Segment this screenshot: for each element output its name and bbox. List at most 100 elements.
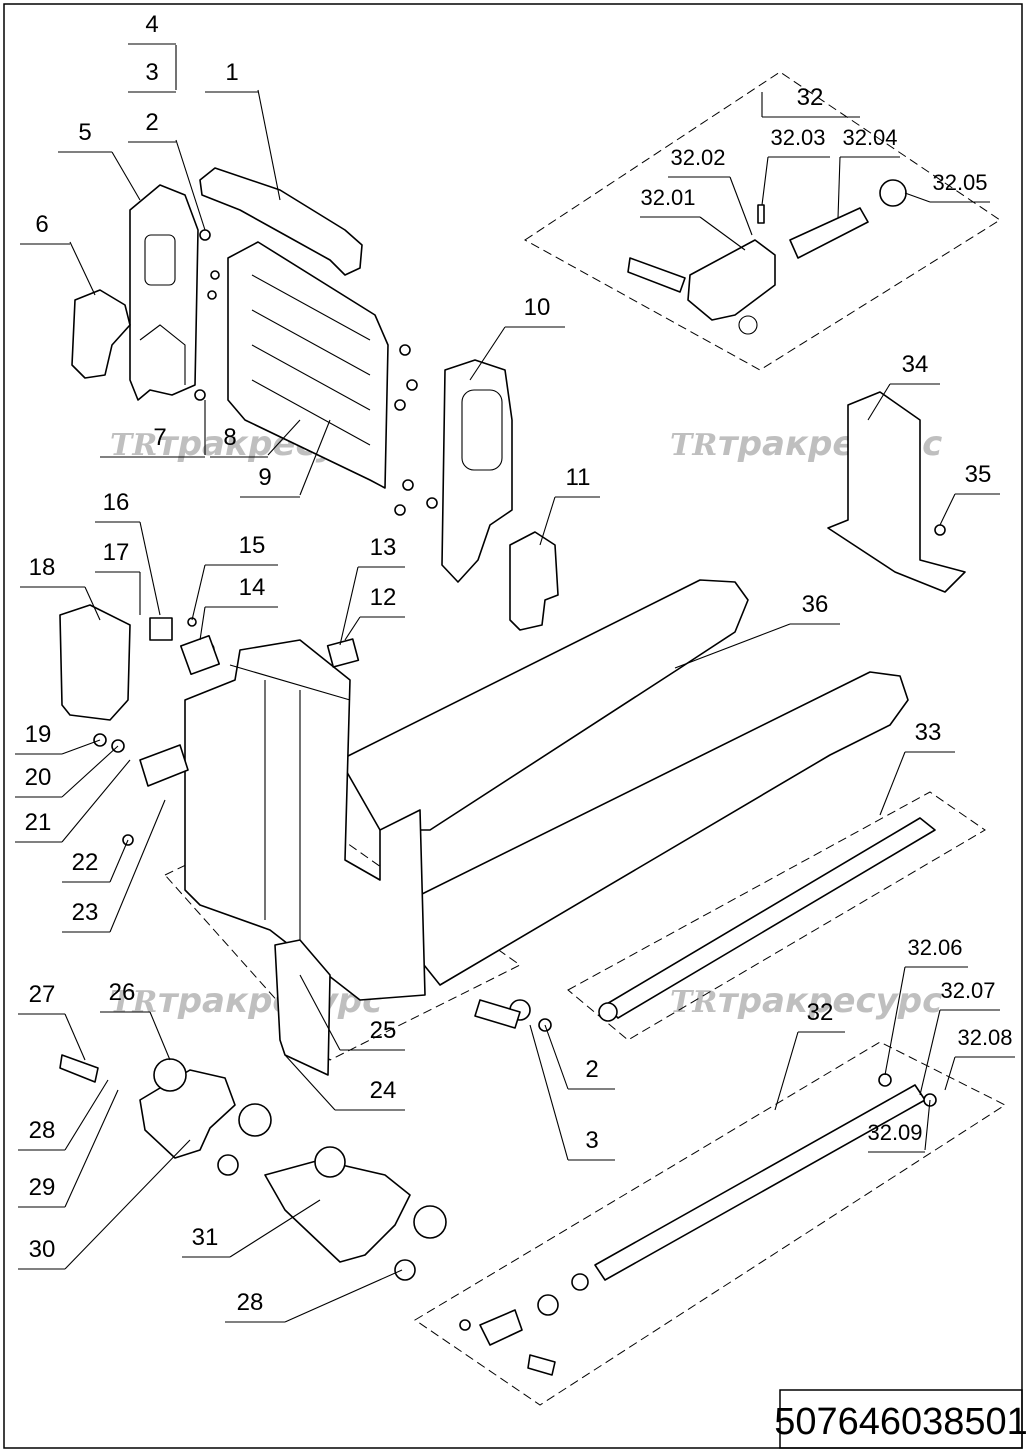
- callout-leader: [175, 139, 206, 231]
- callout-label: 30: [29, 1236, 56, 1263]
- callout-32.08: 32.08: [944, 1025, 1015, 1091]
- callout-31: 31: [182, 1199, 321, 1258]
- part-30-lever: [139, 1069, 236, 1159]
- callout-8: 8: [210, 419, 301, 458]
- callout-1: 1: [205, 59, 281, 201]
- part-27-pin: [59, 1054, 99, 1083]
- callout-11: 11: [539, 464, 600, 546]
- callout-32.09: 32.09: [867, 1099, 931, 1153]
- callout-leader: [919, 1009, 941, 1096]
- callout-label: 32.09: [867, 1120, 922, 1145]
- callout-leader: [924, 1099, 931, 1151]
- callout-label: 27: [29, 981, 56, 1008]
- callout-label: 21: [25, 809, 52, 836]
- callout-leader: [64, 1139, 191, 1270]
- watermark-logo: TR: [110, 428, 157, 463]
- callout-15: 15: [191, 532, 278, 621]
- callout-label: 7: [153, 424, 166, 451]
- callout-leader: [109, 839, 129, 883]
- drawing-frame: [3, 3, 1023, 1449]
- callout-32.07: 32.07: [919, 978, 1000, 1096]
- callout-16: 16: [95, 489, 161, 616]
- callout-leader: [267, 419, 301, 456]
- part-34-stand-bracket: [827, 391, 966, 593]
- callout-leader: [84, 586, 101, 621]
- callout-32.01: 32.01: [640, 185, 746, 251]
- chassis-frame: [184, 639, 426, 1001]
- callout-label: 3: [145, 59, 158, 86]
- callout-32.05: 32.05: [904, 170, 990, 203]
- callout-label: 15: [239, 532, 266, 559]
- callout-leader: [149, 1011, 171, 1061]
- callout-35: 35: [939, 461, 1000, 526]
- callout-leader: [939, 493, 956, 526]
- callout-leader: [774, 1031, 799, 1111]
- callout-32.06: 32.06: [884, 935, 968, 1076]
- callout-20: 20: [15, 745, 119, 798]
- part-36-fork-lower: [419, 671, 909, 986]
- callout-leader: [529, 1024, 569, 1161]
- callout-24: 24: [284, 1054, 405, 1111]
- callout-19: 19: [15, 721, 101, 755]
- callout-label: 3: [585, 1127, 598, 1154]
- part-11-cover: [509, 531, 559, 631]
- callout-label: 12: [370, 584, 397, 611]
- callout-9: 9: [240, 419, 331, 498]
- part-10-right-column: [441, 359, 513, 583]
- callout-32b: 32: [774, 999, 845, 1111]
- callout-label: 2: [585, 1056, 598, 1083]
- callout-label: 32: [797, 84, 824, 111]
- callout-14: 14: [199, 574, 278, 641]
- part-28-pin: [394, 1259, 416, 1281]
- callout-leader: [284, 1054, 336, 1111]
- callout-leader: [257, 89, 281, 201]
- callout-label: 33: [915, 719, 942, 746]
- callout-label: 35: [965, 461, 992, 488]
- callout-label: 4: [145, 11, 158, 38]
- callout-label: 32.08: [957, 1025, 1012, 1050]
- callout-5: 5: [58, 119, 141, 201]
- callout-33: 33: [879, 719, 955, 816]
- group-33-outline: [567, 791, 986, 1041]
- callout-32a: 32: [761, 84, 860, 118]
- callout-label: 20: [25, 764, 52, 791]
- callout-6: 6: [20, 211, 96, 296]
- part-32.04-stud: [789, 207, 869, 259]
- callout-leader: [674, 623, 791, 669]
- callout-leader: [69, 241, 96, 296]
- part-31-bushing-2: [413, 1205, 447, 1239]
- group-32-outline-top: [524, 71, 1001, 371]
- callout-25: 25: [299, 974, 405, 1051]
- callout-30: 30: [18, 1139, 191, 1270]
- part-25-plate: [274, 939, 331, 1076]
- callout-leader: [761, 156, 769, 206]
- callout-label: 24: [370, 1077, 397, 1104]
- callout-label: 8: [223, 424, 236, 451]
- callout-label: 9: [258, 464, 271, 491]
- part-14-plate: [179, 634, 221, 676]
- callout-label: 11: [566, 464, 591, 491]
- callout-leader: [199, 606, 206, 641]
- callout-leader: [64, 1089, 119, 1208]
- callout-leader: [64, 1013, 86, 1061]
- callout-21: 21: [15, 759, 131, 843]
- callout-label: 32.04: [842, 125, 897, 150]
- part-1-top-cover: [199, 167, 363, 276]
- callout-leader: [139, 521, 161, 616]
- callout-leader: [61, 745, 119, 798]
- callout-leader: [539, 496, 556, 546]
- callout-leader: [229, 1199, 321, 1258]
- callout-label: 32.07: [940, 978, 995, 1003]
- callout-leader: [191, 564, 206, 621]
- callout-leader: [109, 799, 166, 933]
- callout-leader: [339, 566, 359, 646]
- callout-17: 17: [95, 539, 141, 615]
- part-23-shaft-right: [474, 999, 521, 1029]
- callout-28a: 28: [18, 1079, 109, 1151]
- watermark-logo: TR: [670, 985, 717, 1020]
- part-16-switch: [149, 617, 173, 641]
- part-9-back-panel: [227, 241, 389, 489]
- callout-label: 19: [25, 721, 52, 748]
